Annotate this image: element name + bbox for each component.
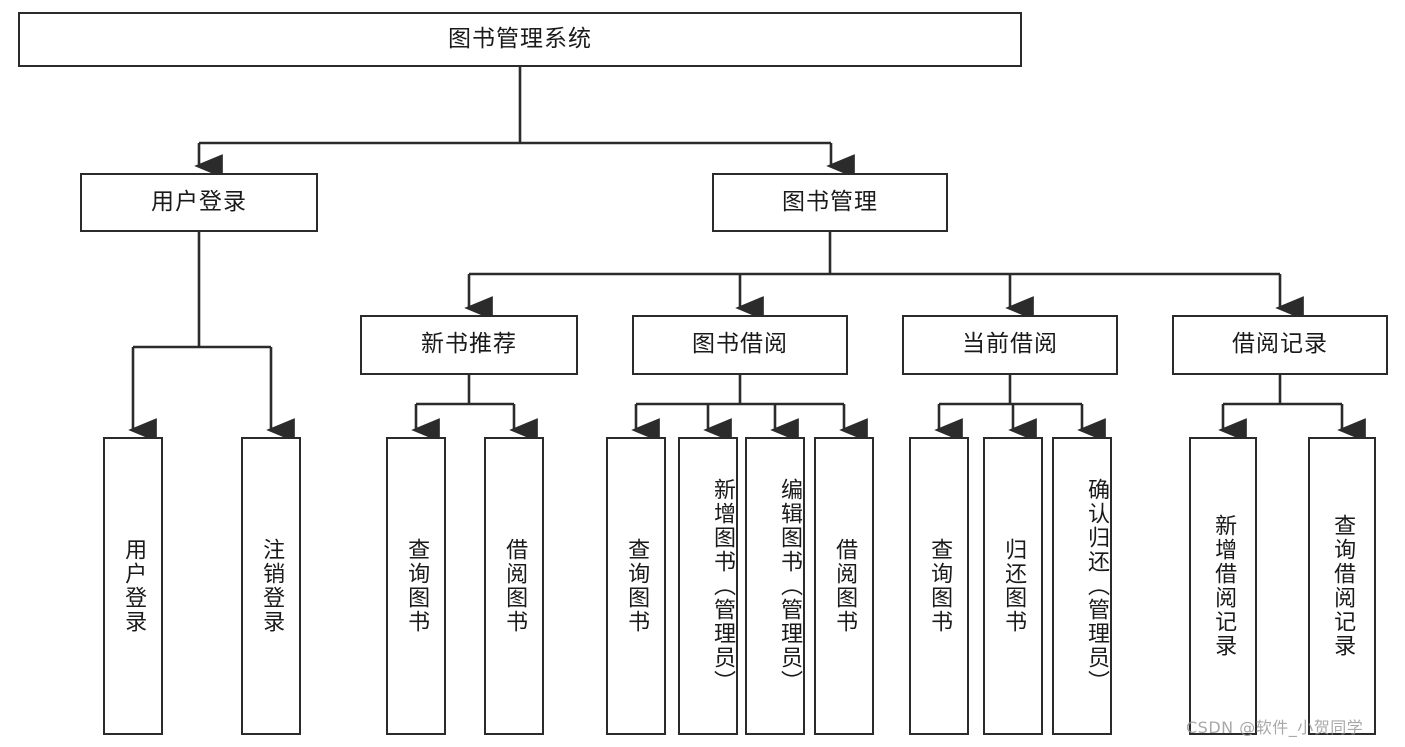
node-leaf-confirm-return[interactable]: 确认归还（管理员）: [1052, 437, 1112, 735]
node-leaf-return-book[interactable]: 归还图书: [983, 437, 1043, 735]
node-user-login[interactable]: 用户登录: [80, 173, 318, 232]
node-leaf-query-book-1[interactable]: 查询图书: [386, 437, 446, 735]
node-leaf-borrow-book-1-label: 借阅图书: [502, 538, 528, 634]
node-book-borrow[interactable]: 图书借阅: [632, 315, 848, 375]
node-borrow-record[interactable]: 借阅记录: [1172, 315, 1388, 375]
node-book-manage-label: 图书管理: [782, 188, 878, 215]
node-book-borrow-label: 图书借阅: [692, 331, 788, 358]
node-leaf-query-book-1-label: 查询图书: [404, 538, 430, 634]
node-leaf-query-book-3-label: 查询图书: [927, 538, 953, 634]
node-leaf-query-record-label: 查询借阅记录: [1330, 514, 1356, 658]
node-leaf-borrow-book-2-label: 借阅图书: [832, 538, 858, 634]
node-leaf-query-book-2-label: 查询图书: [624, 538, 650, 634]
node-leaf-add-book[interactable]: 新增图书（管理员）: [678, 437, 738, 735]
node-leaf-confirm-return-label: 确认归还（管理员）: [1084, 478, 1109, 694]
node-new-book-rec[interactable]: 新书推荐: [360, 315, 578, 375]
node-user-login-label: 用户登录: [151, 188, 247, 215]
node-leaf-add-record-label: 新增借阅记录: [1211, 514, 1237, 658]
node-leaf-query-book-3[interactable]: 查询图书: [909, 437, 969, 735]
csdn-watermark: CSDN @软件_小贺同学: [1186, 718, 1364, 737]
node-leaf-edit-book-label: 编辑图书（管理员）: [777, 478, 802, 694]
node-root-label: 图书管理系统: [448, 25, 592, 52]
node-root[interactable]: 图书管理系统: [18, 12, 1022, 67]
node-leaf-query-record[interactable]: 查询借阅记录: [1308, 437, 1376, 735]
node-leaf-add-record[interactable]: 新增借阅记录: [1189, 437, 1257, 735]
node-leaf-query-book-2[interactable]: 查询图书: [606, 437, 666, 735]
node-leaf-borrow-book-2[interactable]: 借阅图书: [814, 437, 874, 735]
node-leaf-user-login[interactable]: 用户登录: [103, 437, 163, 735]
node-leaf-user-logout[interactable]: 注销登录: [241, 437, 301, 735]
node-current-borrow[interactable]: 当前借阅: [902, 315, 1118, 375]
node-leaf-add-book-label: 新增图书（管理员）: [710, 478, 735, 694]
node-new-book-rec-label: 新书推荐: [421, 331, 517, 358]
node-leaf-return-book-label: 归还图书: [1001, 538, 1027, 634]
node-borrow-record-label: 借阅记录: [1232, 331, 1328, 358]
node-leaf-user-login-label: 用户登录: [121, 538, 147, 634]
node-leaf-user-logout-label: 注销登录: [259, 538, 285, 634]
node-leaf-borrow-book-1[interactable]: 借阅图书: [484, 437, 544, 735]
node-leaf-edit-book[interactable]: 编辑图书（管理员）: [745, 437, 805, 735]
node-current-borrow-label: 当前借阅: [962, 331, 1058, 358]
node-book-manage[interactable]: 图书管理: [712, 173, 948, 232]
